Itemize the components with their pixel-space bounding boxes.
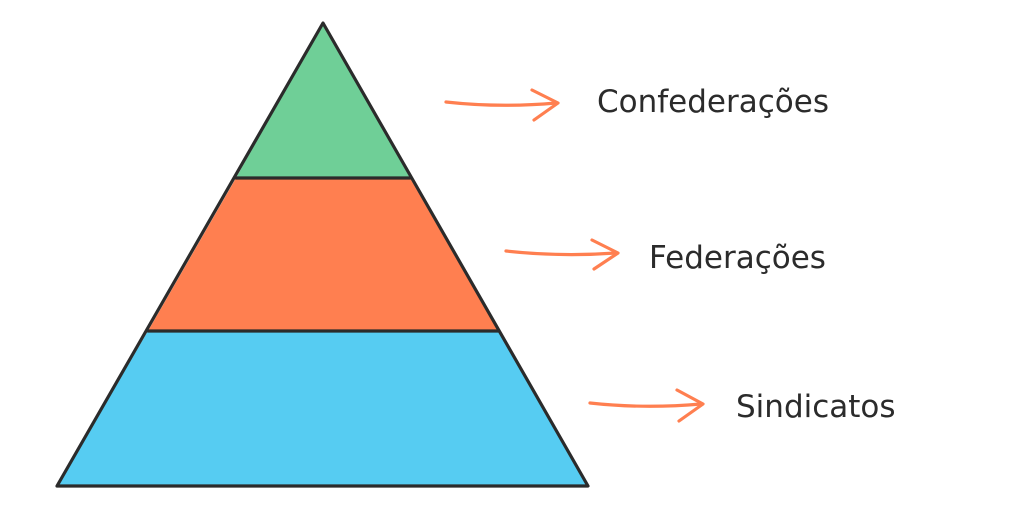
arrow-shaft	[444, 100, 558, 107]
arrow-federacoes	[504, 238, 620, 271]
label-sindicatos: Sindicatos	[736, 389, 896, 425]
arrow-head	[675, 388, 705, 423]
arrow-shaft	[504, 249, 618, 257]
label-confederacoes: Confederações	[597, 84, 829, 120]
arrow-confederacoes	[444, 88, 560, 122]
pyramid-tier-bottom	[57, 331, 588, 486]
arrow-shaft	[588, 401, 703, 408]
arrow-head	[590, 238, 620, 271]
pyramid-tier-middle	[148, 178, 498, 331]
pyramid-tier-top	[236, 23, 410, 178]
pyramid-outline	[55, 21, 590, 488]
pyramid	[55, 21, 590, 488]
label-federacoes: Federações	[649, 240, 826, 276]
arrow-sindicatos	[588, 388, 705, 423]
arrow-head	[530, 88, 560, 122]
